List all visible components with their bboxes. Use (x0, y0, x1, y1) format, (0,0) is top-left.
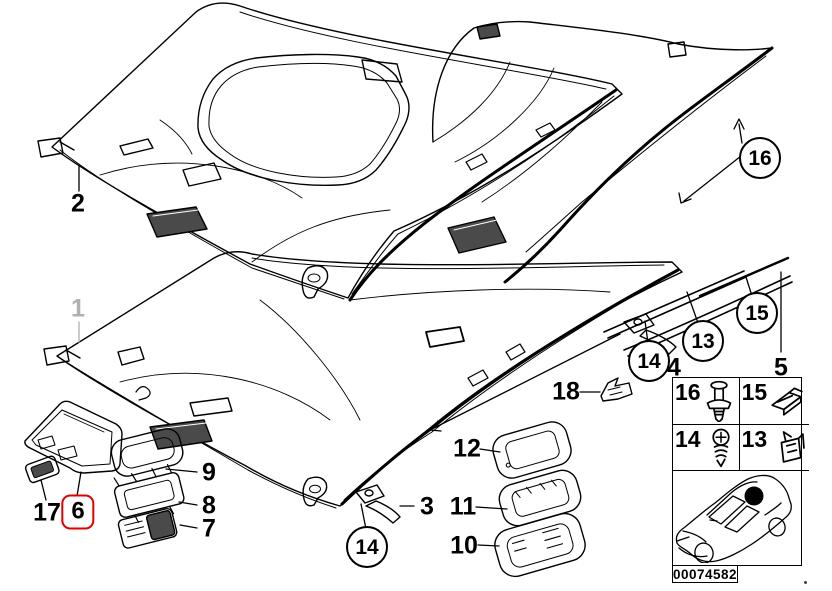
leader-lines (40, 118, 782, 547)
vehicle-location-box (673, 471, 801, 563)
callout-6-highlighted[interactable]: 6 (61, 494, 95, 530)
stray-mark (804, 581, 807, 584)
legend-label-16: 16 (675, 379, 701, 405)
switch-part17 (24, 455, 60, 484)
callout-12[interactable]: 12 (453, 434, 481, 463)
rear-lamp-bezel (492, 421, 572, 479)
callout-14-rear[interactable]: 14 (628, 340, 670, 382)
roof-console-part6 (24, 400, 123, 474)
legend-cell-13[interactable]: 13 (739, 425, 810, 471)
front-lamp-housing (113, 464, 185, 523)
front-lamp-gasket (110, 428, 184, 477)
legend-label-14: 14 (675, 426, 701, 452)
spring-clip-icon (780, 430, 805, 463)
callout-4[interactable]: 4 (667, 353, 681, 382)
diagram-number: 00074582 (672, 566, 738, 582)
grab-handle-bracket-front (355, 484, 401, 524)
callout-5[interactable]: 5 (774, 353, 788, 382)
callout-9[interactable]: 9 (202, 458, 216, 487)
expansion-rivet-icon (706, 380, 731, 422)
retaining-clip-part18 (600, 377, 633, 402)
fastener-legend-grid: 16 15 14 (673, 378, 810, 471)
callout-13[interactable]: 13 (682, 320, 724, 362)
callout-11[interactable]: 11 (449, 492, 477, 521)
legend-label-13: 13 (741, 426, 768, 452)
coupe-roof-location-icon (675, 474, 792, 563)
front-interior-lamp (117, 508, 178, 549)
callout-14-front[interactable]: 14 (346, 526, 388, 568)
sheet-metal-clip-icon (771, 387, 803, 416)
callout-2[interactable]: 2 (71, 189, 85, 218)
headliner-panel-plain (43, 251, 683, 509)
legend-cell-14[interactable]: 14 (673, 425, 740, 471)
callout-18[interactable]: 18 (552, 377, 580, 406)
callout-1[interactable]: 1 (71, 294, 85, 323)
fastener-legend: 16 15 14 (672, 377, 810, 566)
callout-3[interactable]: 3 (420, 492, 434, 521)
callout-16[interactable]: 16 (739, 137, 781, 179)
rear-lamp-housing (494, 512, 586, 578)
callout-8[interactable]: 8 (202, 491, 216, 520)
callout-15[interactable]: 15 (736, 292, 778, 334)
callout-7[interactable]: 7 (202, 514, 216, 543)
legend-cell-15[interactable]: 15 (739, 378, 810, 425)
tapping-screw-icon (711, 428, 730, 467)
callout-10[interactable]: 10 (450, 531, 478, 560)
legend-cell-16[interactable]: 16 (673, 378, 740, 425)
callout-17[interactable]: 17 (33, 498, 61, 527)
diagram-number-box: 00074582 (672, 565, 738, 583)
legend-label-15: 15 (741, 379, 768, 405)
headliner-panel-sunroof (37, 2, 623, 302)
